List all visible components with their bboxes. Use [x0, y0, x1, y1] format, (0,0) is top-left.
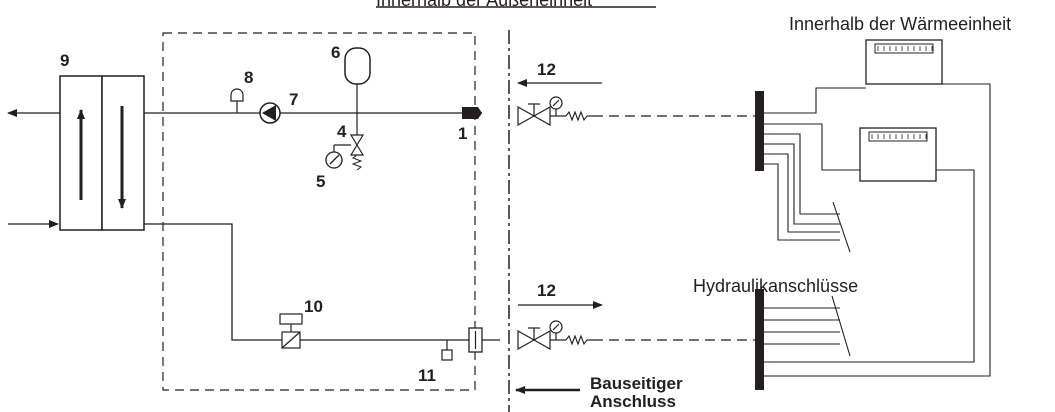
supply-manifold [755, 91, 764, 171]
return-connection [468, 327, 500, 353]
label-8: 8 [244, 68, 253, 87]
field-connection-label-line2: Anschluss [590, 392, 676, 411]
indoor-unit-bottom [859, 127, 937, 182]
label-4: 4 [337, 122, 347, 141]
field-connection-label-line1: Bauseitiger [590, 374, 683, 393]
flow-switch [279, 313, 303, 349]
circulation-pump [259, 102, 281, 124]
distribution-pipes [764, 83, 991, 377]
label-5: 5 [316, 172, 325, 191]
safety-valve [333, 113, 365, 171]
drain-valve [441, 340, 453, 361]
indoor-unit-top [865, 39, 943, 85]
label-6: 6 [331, 43, 340, 62]
pressure-gauge [325, 151, 343, 169]
label-9: 9 [60, 51, 69, 70]
label-11: 11 [418, 366, 436, 385]
label-10: 10 [304, 297, 323, 316]
top-title-text: Innerhalb der Außeneinheit [376, 0, 592, 10]
top-title: Innerhalb der Außeneinheit [376, 0, 656, 10]
label-7: 7 [289, 90, 298, 109]
label-1: 1 [458, 124, 467, 143]
hydraulic-connections-label: Hydraulikanschlüsse [693, 276, 858, 296]
label-12-top: 12 [537, 60, 556, 79]
field-valve-group-bottom [517, 320, 593, 351]
air-vent [230, 88, 244, 113]
return-manifold [755, 289, 764, 390]
return-pipe [144, 223, 469, 341]
expansion-vessel [344, 47, 371, 113]
heat-exchanger [59, 75, 145, 231]
indoor-unit-label: Innerhalb der Wärmeeinheit [789, 14, 1011, 34]
filter [462, 107, 482, 119]
outdoor-unit-boundary [162, 32, 476, 391]
field-valve-group-top [517, 96, 593, 127]
label-12-bottom: 12 [537, 281, 556, 300]
